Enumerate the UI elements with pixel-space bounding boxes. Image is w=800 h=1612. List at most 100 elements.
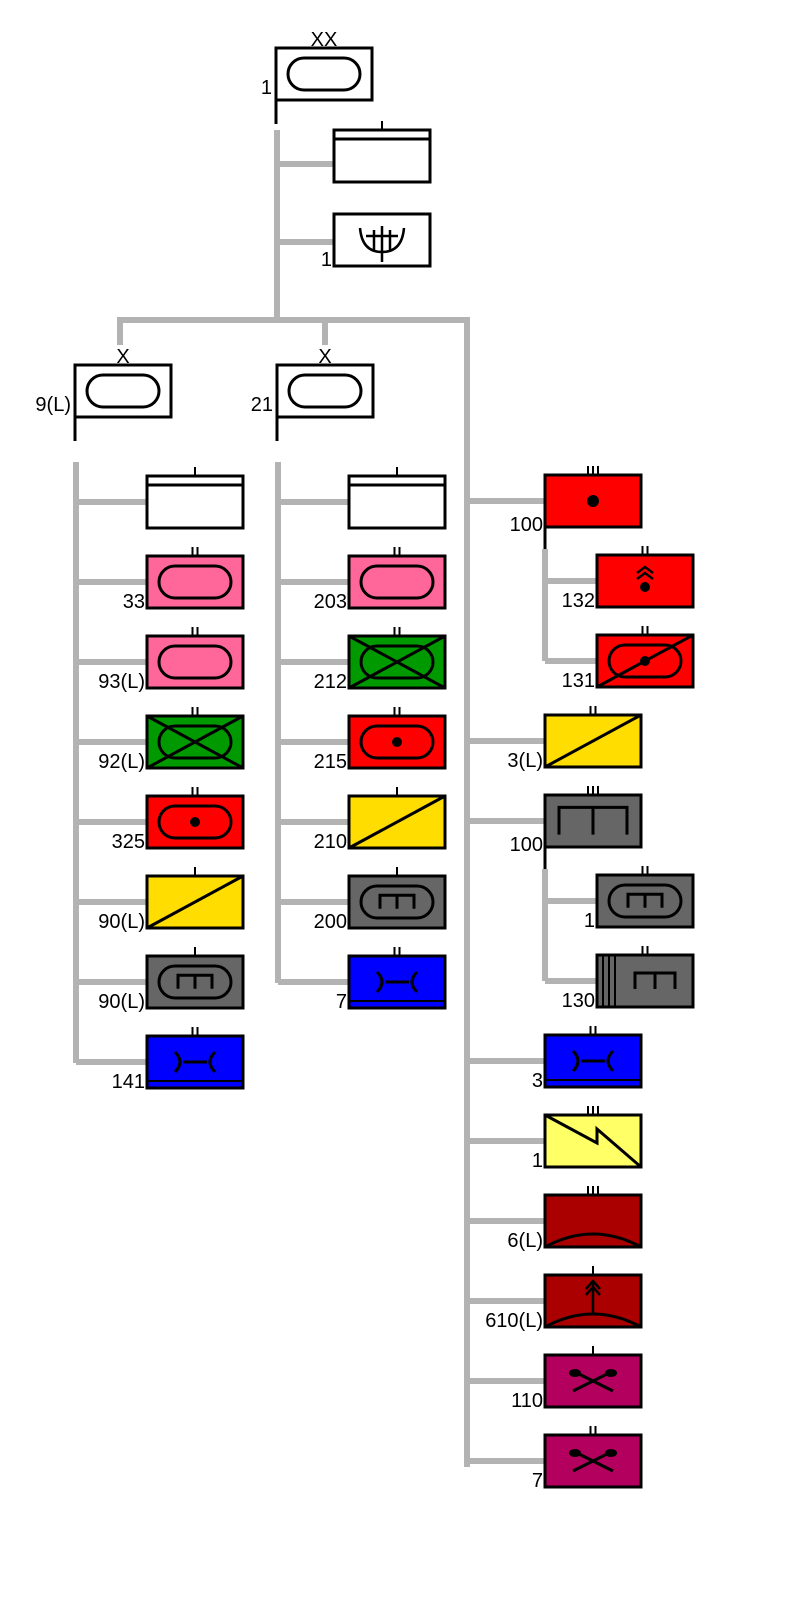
- artillery-dot: [190, 817, 200, 827]
- unit-label: 9(L): [35, 394, 71, 416]
- unit-frame: [595, 953, 695, 1009]
- echelon-marker: XX: [311, 29, 338, 51]
- artillery-dot: [587, 495, 599, 507]
- unit-label: 7: [532, 1470, 543, 1492]
- engineer-glyph: [633, 971, 677, 989]
- unit-signals: 141: [112, 1027, 245, 1093]
- unit-label: 1: [261, 77, 272, 99]
- unit-cavalry: 3(L): [507, 706, 643, 772]
- unit-frame-outline: [332, 212, 432, 268]
- unit-frame-outline: [145, 554, 245, 610]
- unit-maintenance: 110: [511, 1346, 643, 1412]
- brigade-hq: X 9(L): [35, 346, 173, 441]
- unit-label: 141: [112, 1071, 145, 1093]
- unit-sp_artillery: 325: [112, 787, 245, 853]
- unit-label: 100: [510, 514, 543, 536]
- armor-track-oval: [359, 644, 435, 680]
- unit-label: 200: [314, 911, 347, 933]
- unit-label: 90(L): [98, 991, 145, 1013]
- unit-armored_engineer: 200: [314, 867, 447, 933]
- unit-maintenance: 7: [532, 1426, 643, 1492]
- division-hq-company: [332, 121, 432, 184]
- unit-label: 3(L): [507, 750, 543, 772]
- unit-label: 3: [532, 1070, 543, 1092]
- unit-frame: [595, 553, 695, 609]
- unit-frame-outline: [543, 1433, 643, 1489]
- unit-label: 203: [314, 591, 347, 613]
- unit-air_defense_missile: 610(L): [485, 1266, 643, 1332]
- echelon-marker: X: [116, 346, 129, 368]
- unit-frame: [145, 554, 245, 610]
- unit-label: 21: [251, 394, 273, 416]
- armor-track-oval: [287, 373, 363, 409]
- armor-track-oval: [607, 883, 683, 919]
- unit-frame-outline: [347, 634, 447, 690]
- unit-hq: [347, 467, 447, 530]
- missile-glyph: [585, 1279, 601, 1313]
- armor-track-oval: [157, 564, 233, 600]
- unit-frame-outline: [347, 954, 447, 1010]
- cbrn-unit: 1: [321, 212, 432, 271]
- unit-label: 215: [314, 751, 347, 773]
- engineer-glyph: [626, 892, 664, 908]
- unit-hq: [145, 467, 245, 530]
- armor-track-oval: [359, 884, 435, 920]
- unit-sp_artillery: 215: [314, 707, 447, 773]
- unit-label: 210: [314, 831, 347, 853]
- unit-label: 1: [532, 1150, 543, 1172]
- unit-label: 92(L): [98, 751, 145, 773]
- unit-mech_infantry: 212: [314, 627, 447, 693]
- division-hq: XX 1: [261, 29, 374, 124]
- unit-label: 33: [123, 591, 145, 613]
- unit-armored_engineer: 1: [584, 866, 695, 932]
- unit-frame-outline: [145, 794, 245, 850]
- artillery-dot: [640, 582, 650, 592]
- maintenance-end: [605, 1449, 617, 1457]
- unit-air_defense: 6(L): [507, 1186, 643, 1252]
- unit-armor: 93(L): [98, 627, 245, 693]
- armor-track-oval: [359, 724, 435, 760]
- signals-glyph: [375, 970, 419, 994]
- unit-engineer_bridging: 130: [562, 946, 695, 1012]
- unit-signals: 3: [532, 1026, 643, 1092]
- unit-frame-outline: [595, 633, 695, 689]
- brigade-hq: X 21: [251, 346, 375, 441]
- armor-track-oval: [607, 643, 683, 679]
- unit-cavalry: 90(L): [98, 867, 245, 933]
- armor-track-oval: [286, 56, 362, 92]
- unit-frame-outline: [595, 873, 695, 929]
- unit-frame: [73, 363, 173, 419]
- unit-signals: 7: [336, 947, 447, 1013]
- unit-frame-outline: [347, 714, 447, 770]
- cavalry-slash: [348, 794, 446, 850]
- unit-label: 100: [510, 834, 543, 856]
- unit-label: 1: [321, 249, 332, 271]
- engineer-glyph: [176, 973, 214, 989]
- unit-label: 93(L): [98, 671, 145, 693]
- artillery-dot: [640, 656, 650, 666]
- unit-frame-outline: [145, 714, 245, 770]
- unit-rocket_artillery: 132: [562, 546, 695, 612]
- echelon-marker: X: [318, 346, 331, 368]
- air-defense-arc: [544, 1312, 642, 1329]
- unit-label: 7: [336, 991, 347, 1013]
- ew-lightning: [544, 1113, 642, 1169]
- unit-artillery: 100: [510, 466, 643, 549]
- unit-label: 610(L): [485, 1310, 543, 1332]
- armor-track-oval: [157, 964, 233, 1000]
- unit-frame: [347, 554, 447, 610]
- infantry-cross: [348, 634, 446, 690]
- unit-electronic_warfare: 1: [532, 1106, 643, 1172]
- armor-track-oval: [157, 804, 233, 840]
- unit-mech_infantry: 92(L): [98, 707, 245, 773]
- maintenance-end: [569, 1449, 581, 1457]
- unit-label: 90(L): [98, 911, 145, 933]
- unit-frame-outline: [595, 553, 695, 609]
- cavalry-slash: [146, 874, 244, 930]
- unit-label: 130: [562, 990, 595, 1012]
- unit-label: 132: [562, 590, 595, 612]
- signals-glyph: [571, 1049, 615, 1073]
- unit-frame-outline: [543, 713, 643, 769]
- armor-track-oval: [85, 373, 161, 409]
